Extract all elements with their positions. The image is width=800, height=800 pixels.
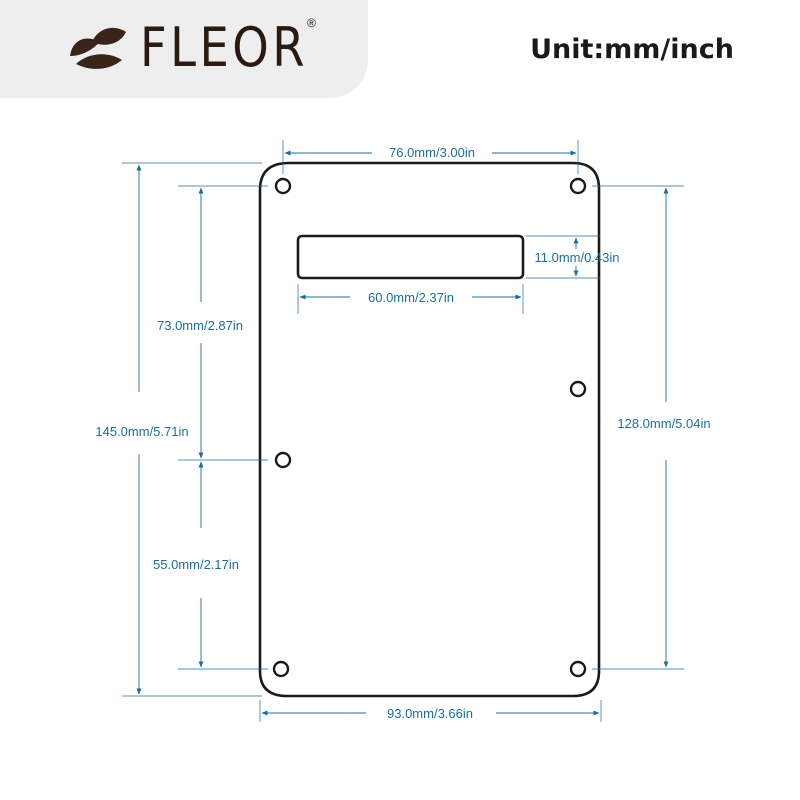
label-slot-width: 60.0mm/2.37in bbox=[368, 290, 454, 305]
label-overall-height: 145.0mm/5.71in bbox=[95, 424, 188, 439]
label-top-hole-spacing: 76.0mm/3.00in bbox=[389, 145, 475, 160]
unit-label: Unit:mm/inch bbox=[530, 34, 734, 65]
plate-outline bbox=[258, 161, 601, 698]
leaf-logo-icon bbox=[70, 27, 126, 69]
label-lower-hole-spacing: 55.0mm/2.17in bbox=[153, 557, 239, 572]
registered-mark: ® bbox=[307, 16, 316, 30]
screw-hole-bottom-left bbox=[272, 660, 290, 678]
screw-hole-top-left bbox=[274, 177, 292, 195]
label-overall-width: 93.0mm/3.66in bbox=[387, 706, 473, 721]
screw-hole-right-middle bbox=[569, 380, 587, 398]
screw-hole-left-middle bbox=[274, 451, 292, 469]
label-slot-height: 11.0mm/0.43in bbox=[534, 250, 619, 265]
screw-hole-top-right bbox=[569, 177, 587, 195]
screw-hole-bottom-right bbox=[569, 660, 587, 678]
brand-header-background bbox=[0, 0, 368, 98]
pickup-slot bbox=[296, 234, 525, 280]
label-right-hole-spacing: 128.0mm/5.04in bbox=[617, 416, 710, 431]
brand-name: FLEOR bbox=[140, 16, 308, 79]
extension-lines bbox=[122, 140, 684, 722]
label-upper-hole-spacing: 73.0mm/2.87in bbox=[157, 318, 243, 333]
